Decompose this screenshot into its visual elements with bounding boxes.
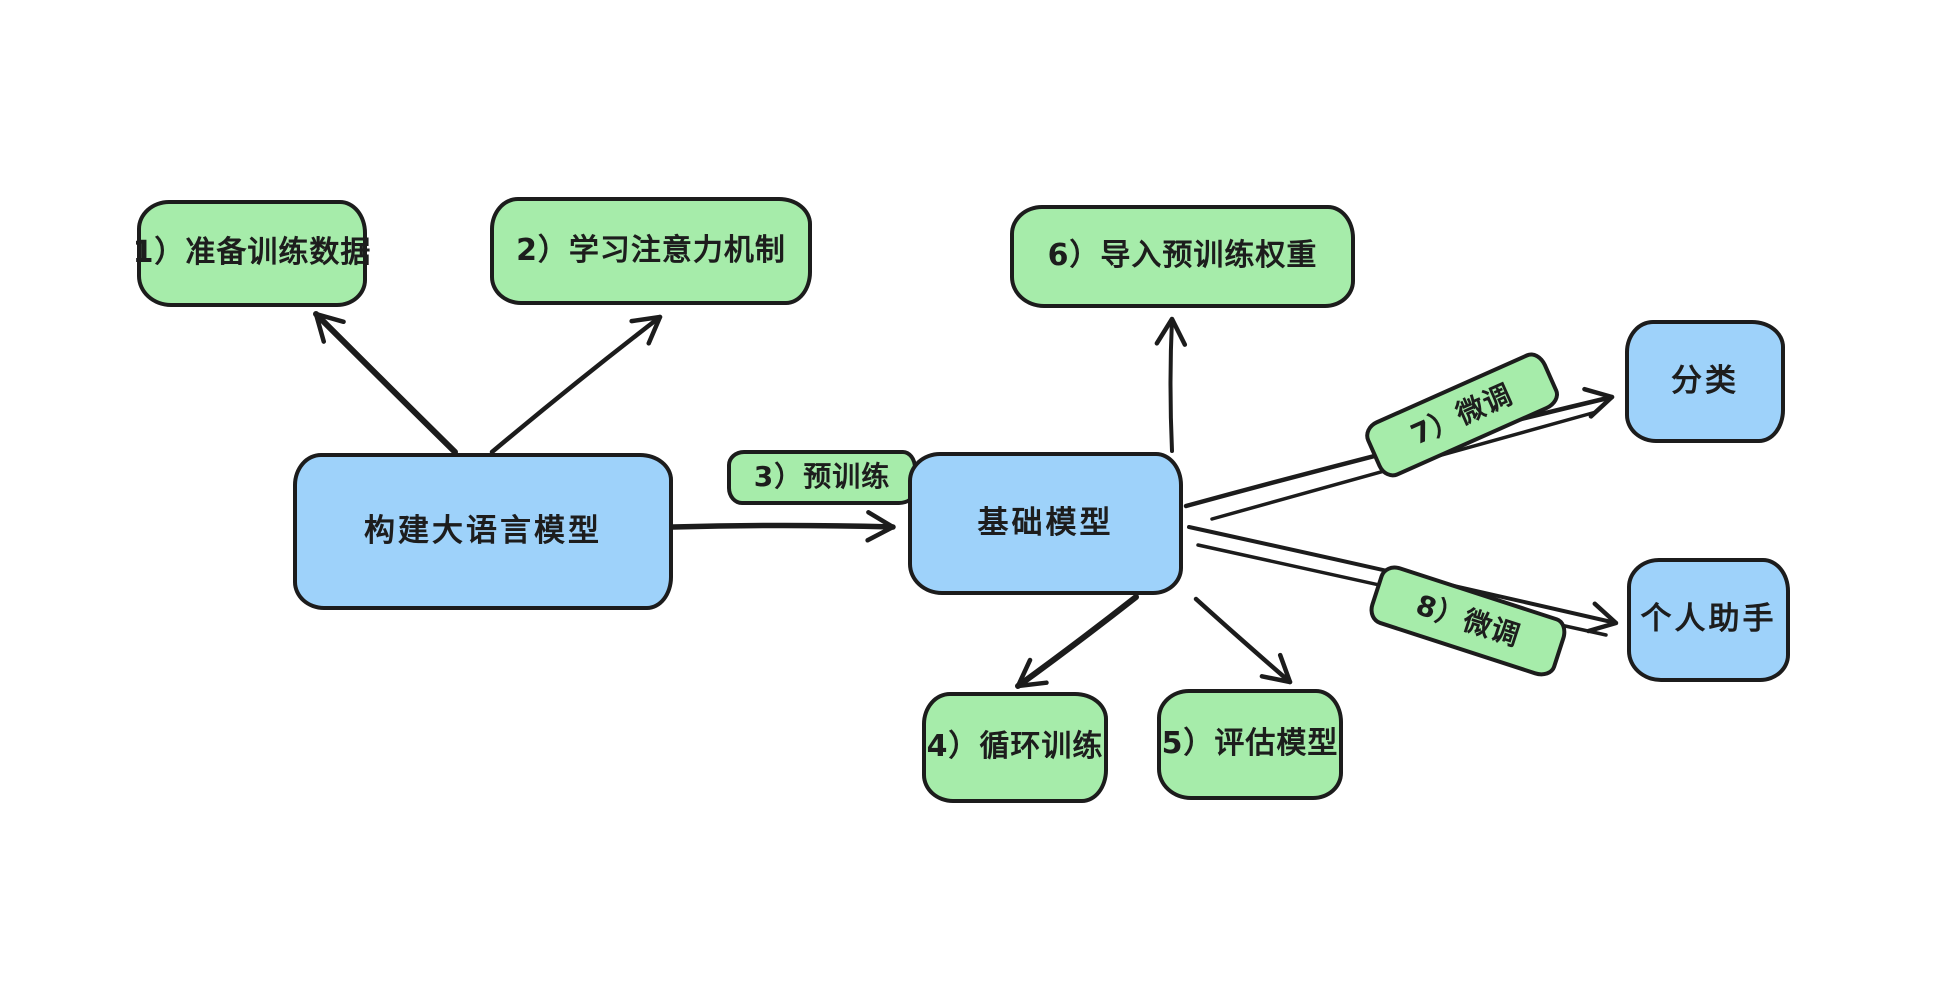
node-prepare-training-data[interactable]: 1）准备训练数据: [133, 200, 370, 307]
arrow-build-to-step1[interactable]: [313, 311, 458, 455]
node-load-pretrained-weights[interactable]: 6）导入预训练权重: [1010, 205, 1355, 308]
node-evaluate-model[interactable]: 5）评估模型: [1157, 689, 1343, 800]
node-base-model-label: 基础模型: [977, 504, 1114, 541]
arrow-build-to-step2[interactable]: [489, 314, 663, 455]
node-classification-label: 分类: [1671, 362, 1739, 399]
node-learn-attention-label: 2）学习注意力机制: [516, 232, 786, 268]
node-loop-training[interactable]: 4）循环训练: [922, 692, 1108, 803]
arrow-build-to-base[interactable]: [670, 510, 896, 543]
node-prepare-training-data-label: 1）准备训练数据: [132, 235, 372, 271]
node-personal-assistant-label: 个人助手: [1640, 601, 1777, 638]
node-classification[interactable]: 分类: [1625, 320, 1785, 443]
label-pretraining-text: 3）预训练: [753, 460, 891, 494]
node-personal-assistant[interactable]: 个人助手: [1627, 558, 1790, 682]
node-load-pretrained-weights-label: 6）导入预训练权重: [1047, 238, 1318, 274]
node-build-llm-label: 构建大语言模型: [364, 512, 602, 549]
node-base-model[interactable]: 基础模型: [908, 452, 1183, 595]
node-learn-attention[interactable]: 2）学习注意力机制: [490, 197, 812, 305]
arrow-base-to-weights[interactable]: [1154, 316, 1188, 453]
node-build-llm[interactable]: 构建大语言模型: [293, 453, 673, 610]
arrow-base-to-evaluate[interactable]: [1193, 596, 1293, 685]
label-pretraining[interactable]: 3）预训练: [727, 450, 917, 505]
arrow-base-to-loop[interactable]: [1015, 594, 1139, 689]
node-evaluate-model-label: 5）评估模型: [1161, 726, 1339, 762]
node-loop-training-label: 4）循环训练: [926, 729, 1104, 765]
